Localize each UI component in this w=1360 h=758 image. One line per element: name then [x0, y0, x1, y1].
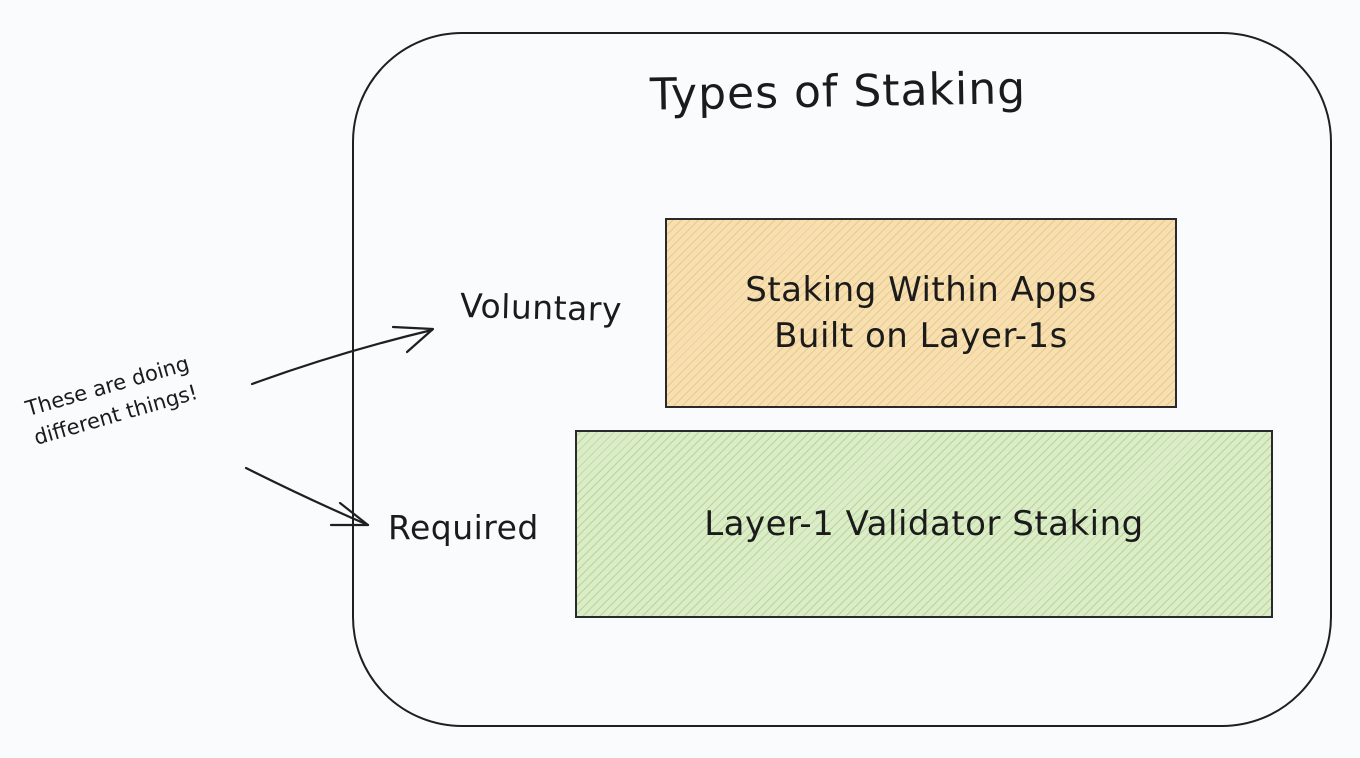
validator-staking-box: Layer-1 Validator Staking: [575, 430, 1273, 618]
staking-within-apps-box: Staking Within Apps Built on Layer-1s: [665, 218, 1177, 408]
arrow-to-required: [244, 466, 370, 527]
validator-box-text: Layer-1 Validator Staking: [704, 504, 1144, 544]
apps-box-line-1: Staking Within Apps: [745, 270, 1097, 310]
required-label: Required: [388, 508, 539, 547]
outer-rounded-frame: [352, 32, 1332, 727]
arrow-to-voluntary: [250, 328, 434, 386]
arrow-head-voluntary: [391, 325, 435, 354]
apps-box-line-2: Built on Layer-1s: [774, 316, 1068, 356]
arrow-head-required: [329, 501, 370, 527]
